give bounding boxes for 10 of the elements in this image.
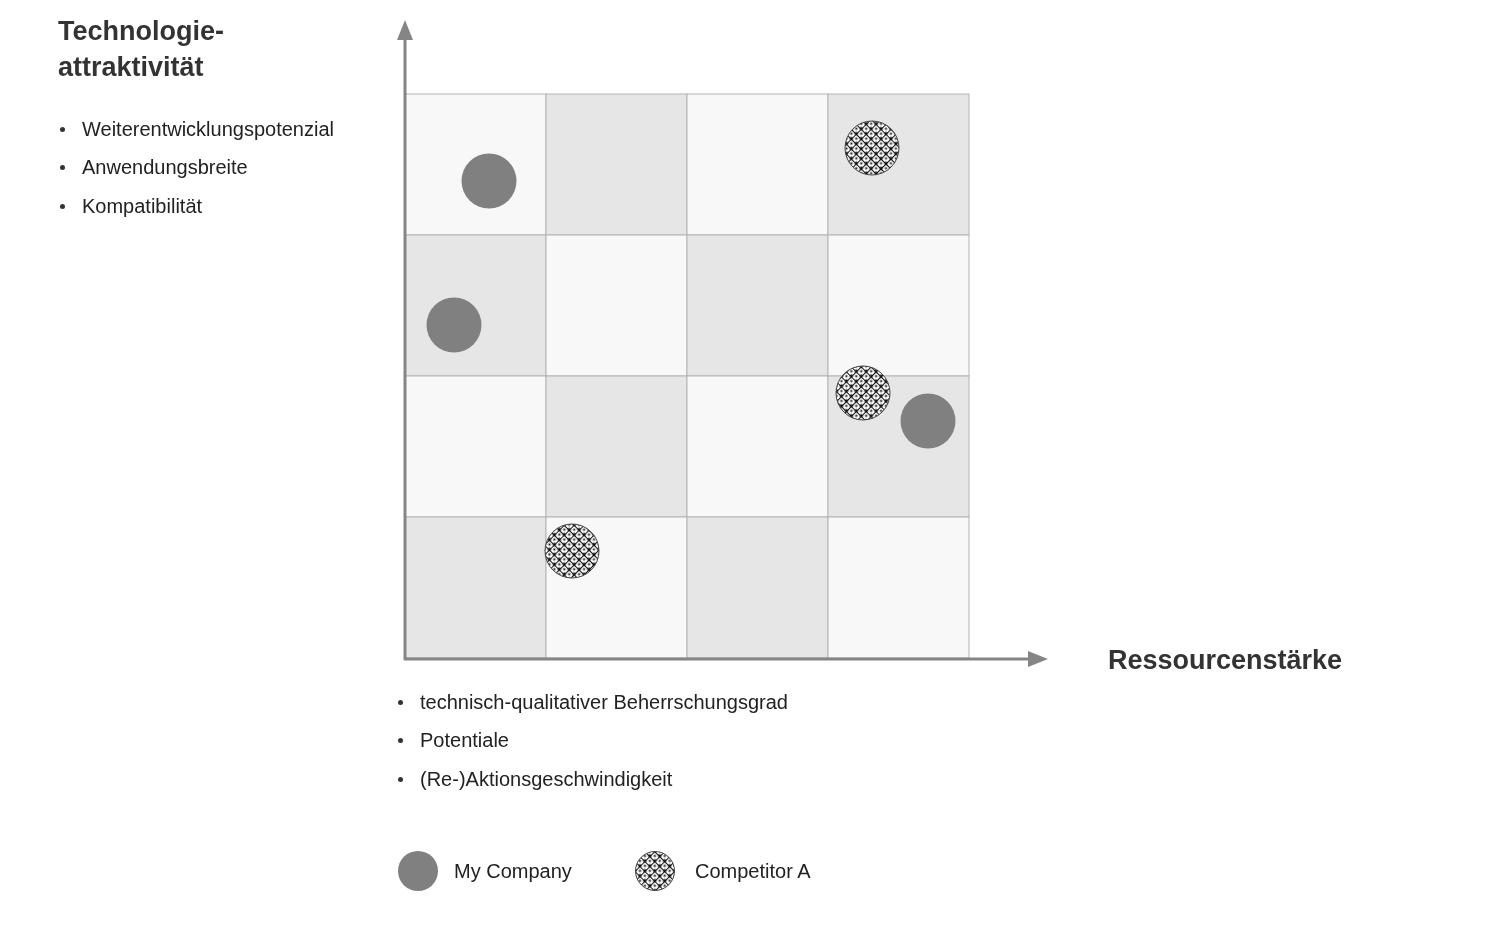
axis-title: Ressourcenstärke (1108, 644, 1343, 677)
criterion-text: Weiterentwicklungspotenzial (82, 117, 334, 141)
criterion-text: Kompatibilität (82, 194, 203, 218)
axis-title: Technologie-attraktivität (58, 15, 225, 84)
legend-label: Competitor A (695, 859, 811, 883)
legend-label: My Company (454, 859, 572, 883)
criterion-text: technisch-qualitativer Beherrschungsgrad (420, 690, 788, 714)
criterion-text: Potentiale (420, 728, 509, 752)
criterion-text: (Re-)Aktionsgeschwindigkeit (420, 767, 673, 791)
criterion-text: Anwendungsbreite (82, 155, 248, 179)
